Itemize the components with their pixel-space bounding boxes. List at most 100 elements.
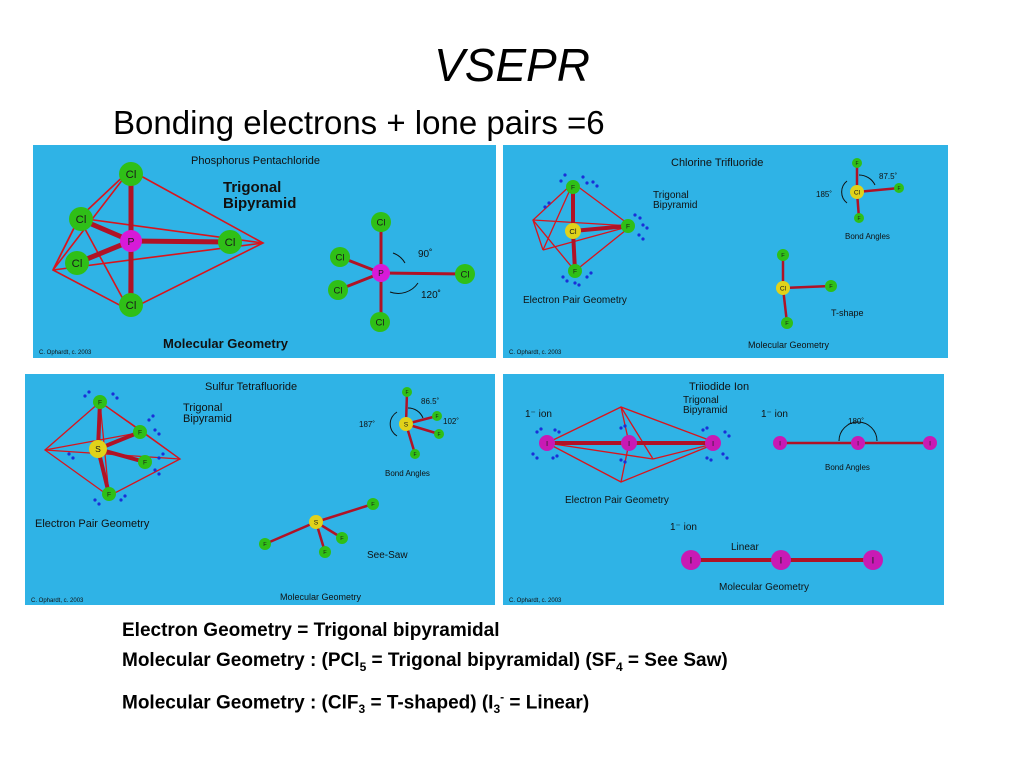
- sf4-angle-arc-2: [389, 411, 398, 437]
- cl-atom: [370, 312, 390, 332]
- sf4-bipyramid-frame: [43, 400, 182, 498]
- atom-symbol: I: [628, 439, 630, 448]
- cl-atom: [455, 264, 475, 284]
- atom-symbol: F: [437, 432, 440, 438]
- i3-ion-label-2: 1⁻ ion: [761, 409, 788, 420]
- sf4-credit: C. Ophardt, c. 2003: [31, 598, 84, 604]
- sf4-shape-label: See-Saw: [367, 550, 408, 561]
- clf3-bottom-label: Molecular Geometry: [748, 340, 830, 350]
- p-atom: [120, 230, 142, 252]
- i-atom: [621, 435, 637, 451]
- atom-symbol: I: [780, 556, 783, 567]
- atom-symbol: F: [138, 429, 142, 436]
- atom-symbol: S: [404, 421, 409, 428]
- note-molecular-geometry-1: Molecular Geometry : (PCl5 = Trigonal bi…: [122, 646, 728, 682]
- i-atom: [773, 436, 787, 450]
- note-line-2-b: = Trigonal bipyramidal) (SF: [366, 650, 616, 671]
- atom-symbol: F: [107, 491, 111, 498]
- clf3-tshape-bonds: [781, 255, 832, 324]
- note-line-2-a: Molecular Geometry : (PCl: [122, 650, 360, 671]
- cl-atom: [69, 207, 93, 231]
- atom-symbol: Cl: [461, 270, 470, 281]
- note-molecular-geometry-2: Molecular Geometry : (ClF3 = T-shaped) (…: [122, 682, 728, 724]
- note-line-2-sub-2: 4: [615, 659, 623, 674]
- sf4-geom-label-2: Bipyramid: [183, 413, 232, 425]
- clf3-geom-label-2: Bipyramid: [653, 200, 697, 211]
- pcl5-atoms: Cl Cl Cl Cl Cl P: [65, 162, 242, 317]
- pcl5-small-atoms: Cl Cl Cl Cl Cl P: [328, 212, 475, 332]
- clf3-angle-arc: [858, 174, 876, 186]
- atom-symbol: F: [435, 414, 438, 420]
- sf4-angle-arc: [407, 407, 424, 419]
- atom-symbol: F: [785, 321, 789, 327]
- pcl5-angle-arc: [392, 252, 406, 264]
- s-atom: [309, 515, 323, 529]
- atom-symbol: Cl: [376, 318, 385, 329]
- atom-symbol: F: [829, 284, 833, 290]
- f-atom: [367, 498, 379, 510]
- f-atom: [259, 538, 271, 550]
- panel-pcl5: Phosphorus Pentachloride Trigonal Bipyra…: [33, 145, 496, 358]
- note-line-3-sub-1: 3: [358, 701, 366, 716]
- atom-symbol: Cl: [854, 189, 861, 196]
- i3-electron-label: Electron Pair Geometry: [565, 495, 669, 506]
- i3-diagram: Triiodide Ion Trigonal Bipyramid 1⁻ ion …: [509, 381, 937, 604]
- atom-symbol: F: [781, 253, 785, 259]
- i3-ion-label: 1⁻ ion: [525, 409, 552, 420]
- sf4-electron-label: Electron Pair Geometry: [35, 518, 150, 530]
- atom-symbol: F: [571, 184, 575, 191]
- cl-atom: [776, 281, 790, 295]
- clf3-geom-label: Trigonal: [653, 190, 689, 201]
- atom-symbol: F: [626, 223, 630, 230]
- f-atom: [568, 264, 582, 278]
- atom-symbol: F: [98, 399, 102, 406]
- atom-symbol: F: [263, 542, 267, 548]
- pcl5-diagram: Phosphorus Pentachloride Trigonal Bipyra…: [39, 155, 475, 356]
- clf3-bond-angles-label: Bond Angles: [845, 232, 890, 241]
- slide-title: VSEPR: [434, 39, 590, 91]
- clf3-angle-87: 87.5˚: [879, 172, 898, 181]
- i3-atoms: I I I: [539, 435, 721, 451]
- note-line-2-c: = See Saw): [622, 650, 728, 671]
- sf4-bottom-label: Molecular Geometry: [280, 592, 362, 602]
- note-line-3-sub-2: 3: [493, 701, 501, 716]
- f-atom: [319, 546, 331, 558]
- atom-symbol: P: [378, 268, 384, 278]
- clf3-title: Chlorine Trifluoride: [671, 157, 763, 169]
- cl-atom: [850, 185, 864, 199]
- i3-geom-label: Trigonal: [683, 395, 719, 406]
- f-atom: [434, 429, 444, 439]
- f-atom: [566, 180, 580, 194]
- atom-symbol: I: [779, 440, 781, 447]
- note-line-3-sup: -: [500, 689, 505, 704]
- atom-symbol: F: [855, 161, 858, 167]
- f-atom: [93, 395, 107, 409]
- atom-symbol: F: [405, 390, 408, 396]
- f-atom: [432, 411, 442, 421]
- atom-symbol: F: [371, 502, 375, 508]
- s-atom: [89, 440, 107, 458]
- atom-symbol: P: [128, 237, 135, 248]
- sf4-bond-angles-label: Bond Angles: [385, 469, 430, 478]
- i3-geom-label-2: Bipyramid: [683, 405, 727, 416]
- f-atom: [410, 449, 420, 459]
- atom-symbol: Cl: [569, 227, 576, 236]
- pcl5-credit: C. Ophardt, c. 2003: [39, 350, 92, 356]
- atom-symbol: Cl: [126, 169, 137, 181]
- clf3-diagram: Chlorine Trifluoride Trigonal Bipyramid …: [509, 157, 904, 356]
- i3-lone-pairs: [531, 424, 731, 464]
- f-atom: [336, 532, 348, 544]
- pcl5-angle-90: 90˚: [418, 248, 432, 260]
- f-atom: [852, 158, 862, 168]
- atom-symbol: I: [872, 556, 875, 567]
- f-atom: [854, 213, 864, 223]
- i-atom: [771, 550, 791, 570]
- i-atom: [863, 550, 883, 570]
- cl-atom: [119, 293, 143, 317]
- clf3-atoms: F F F Cl: [565, 180, 635, 278]
- atom-symbol: I: [690, 556, 693, 567]
- clf3-electron-label: Electron Pair Geometry: [523, 295, 627, 306]
- p-atom: [372, 264, 390, 282]
- panel-sf4: Sulfur Tetrafluoride Trigonal Bipyramid …: [25, 374, 495, 605]
- atom-symbol: Cl: [377, 218, 386, 229]
